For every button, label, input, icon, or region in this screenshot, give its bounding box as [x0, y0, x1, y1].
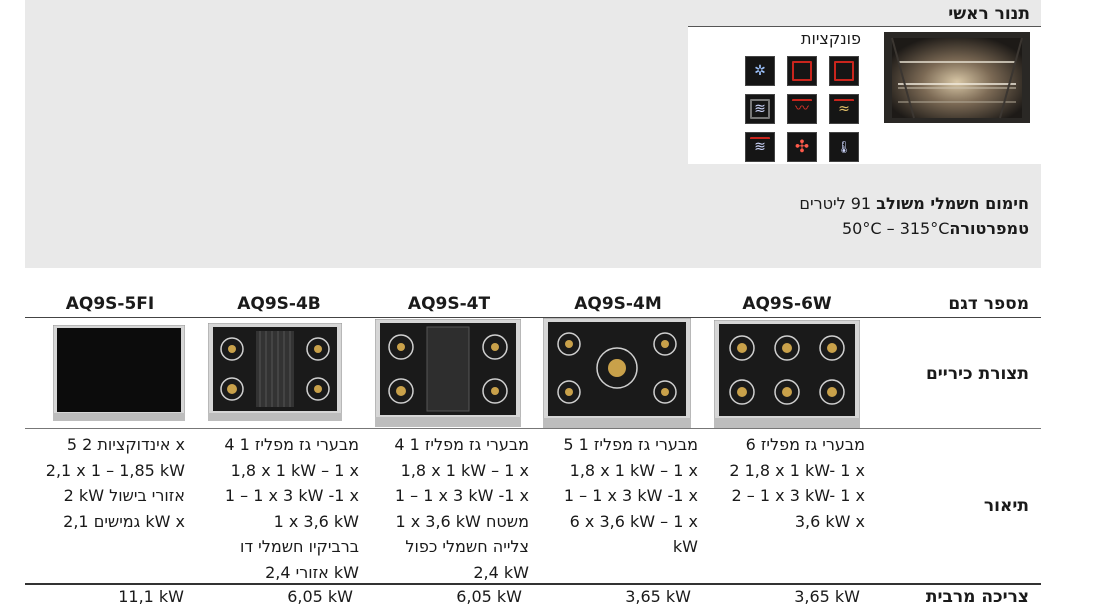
cooktop-image-four-burner-grill [207, 322, 343, 425]
description-line: 4 מבערי גז מפליז 1 [394, 435, 529, 454]
description-row-divider [25, 583, 1041, 585]
cooktop-image-four-burner-griddle [374, 318, 522, 431]
row-label-cooktop: תצורת כיריים [925, 364, 1029, 384]
description-cell: 5 מבערי גז מפליז 1 1,8 x 1 kW – 1 x 1 – … [538, 432, 698, 560]
top-element-icon [787, 56, 817, 86]
model-name: AQ9S-4T [407, 294, 491, 314]
description-line: 1 – 1 x 3 kW -1 x [224, 486, 359, 505]
consumption-value: 3,65 kW [625, 587, 691, 606]
description-line: kW [672, 537, 698, 556]
description-line: 6 מבערי גז מפליז [745, 435, 865, 454]
cooktop-image-induction [52, 324, 186, 425]
eco-icon: ≋ [745, 132, 775, 162]
description-line: אזורי 2,4 kW [265, 562, 359, 582]
oven-heating-spec: חימום חשמלי משולב 91 ליטרים [799, 194, 1029, 213]
description-line: 5 אינדוקציות 2 x [66, 435, 185, 454]
description-cell: 4 מבערי גז מפליז 1 1,8 x 1 kW – 1 x 1 – … [199, 432, 359, 585]
description-line: 2,4 kW [473, 562, 529, 582]
oven-temperature-spec: טמפרטורה 50°C – 315°C [836, 219, 1029, 238]
row-label-model: מספר דגם [948, 294, 1029, 314]
oven-title: תנור ראשי [948, 4, 1030, 24]
description-line: 1,8 x 1 kW – 1 x [230, 460, 359, 480]
defrost-icon: ✲ [745, 56, 775, 86]
row-label-description: תיאור [983, 496, 1029, 516]
oven-interior-image [872, 27, 1041, 164]
cooktop-image-four-burner-wok [542, 317, 692, 432]
description-line: 2 kW אזורי בישול [63, 486, 185, 505]
functions-label: פונקציות [800, 29, 861, 48]
header-divider [25, 317, 1041, 318]
grill-icon: 〰 [787, 94, 817, 124]
description-line: 6 x 3,6 kW – 1 x [569, 511, 698, 531]
description-line: 1 x 3,6 kW משטח [395, 511, 529, 531]
cooktop-image-six-burner [713, 319, 861, 432]
functions-grid: ✲ ≋ 〰 ≈ ≋ ✣ 🌡 [745, 56, 859, 163]
description-line: ברביקיו חשמלי דו [240, 537, 359, 556]
description-line: 1,8 x 1 kW – 1 x [569, 460, 698, 480]
description-cell: 6 מבערי גז מפליז 2 1,8 x 1 kW- 1 x 2 – 1… [707, 432, 867, 534]
row-label-consumption: צריכה מרבית [925, 587, 1029, 607]
description-cell: 5 אינדוקציות 2 x 2,1 x 1 – 1,85 kW 2 kW … [25, 432, 185, 534]
description-line: 1,8 x 1 kW – 1 x [400, 460, 529, 480]
description-line: 3,6 kW x [794, 511, 865, 531]
description-line: 1 x 3,6 kW [273, 511, 359, 531]
description-line: גמישים 2,1 kW x [63, 511, 185, 531]
model-name: AQ9S-4M [574, 294, 662, 314]
fast-preheat-icon: 🌡 [829, 132, 859, 162]
description-cell: 4 מבערי גז מפליז 1 1,8 x 1 kW – 1 x 1 – … [369, 432, 529, 585]
consumption-value: 3,65 kW [794, 587, 860, 606]
description-line: 2 1,8 x 1 kW- 1 x [729, 460, 865, 480]
description-line: 4 מבערי גז מפליז 1 [224, 435, 359, 454]
description-line: 5 מבערי גז מפליז 1 [563, 435, 698, 454]
description-line: 2,1 x 1 – 1,85 kW [45, 460, 185, 480]
description-line: 2 – 1 x 3 kW- 1 x [731, 486, 865, 505]
consumption-value: 6,05 kW [287, 587, 353, 606]
image-row-divider [25, 428, 1041, 429]
fan-grill-icon: ≈ [829, 94, 859, 124]
model-name: AQ9S-5FI [65, 294, 155, 314]
oven-title-divider [688, 26, 1041, 27]
description-line: צלייה חשמלי כפול [405, 537, 529, 556]
consumption-value: 6,05 kW [456, 587, 522, 606]
fan-assisted-icon: ≋ [745, 94, 775, 124]
description-line: 1 – 1 x 3 kW -1 x [563, 486, 698, 505]
description-line: 1 – 1 x 3 kW -1 x [394, 486, 529, 505]
model-name: AQ9S-6W [742, 294, 832, 314]
model-name: AQ9S-4B [237, 294, 321, 314]
conventional-icon [829, 56, 859, 86]
consumption-value: 11,1 kW [118, 587, 184, 606]
oven-functions-panel: פונקציות ✲ ≋ 〰 ≈ ≋ ✣ 🌡 [688, 27, 872, 164]
fan-icon: ✣ [787, 132, 817, 162]
